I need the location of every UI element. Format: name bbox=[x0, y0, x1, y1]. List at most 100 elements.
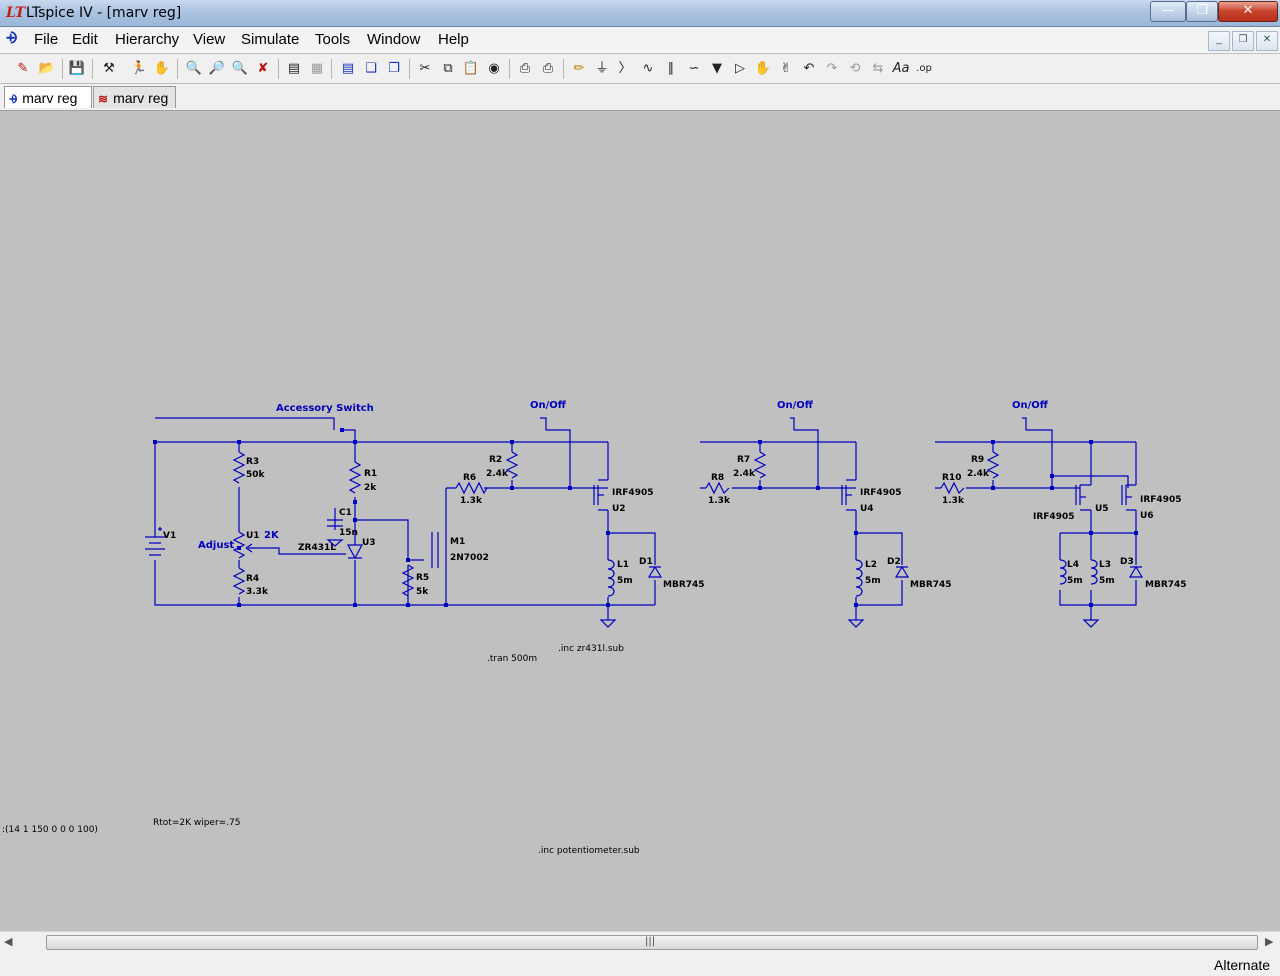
label-r6[interactable]: R6 bbox=[463, 473, 476, 483]
mdi-restore-button[interactable]: ❐ bbox=[1232, 31, 1254, 51]
find-binoculars-icon[interactable]: ◉ bbox=[488, 61, 500, 76]
new-schematic-icon[interactable]: ✎ bbox=[17, 61, 29, 76]
value-r5[interactable]: 5k bbox=[416, 587, 429, 597]
run-icon[interactable]: 🏃 bbox=[130, 61, 148, 76]
paste-icon[interactable]: 📋 bbox=[462, 61, 480, 76]
label-r7[interactable]: R7 bbox=[737, 455, 750, 465]
horizontal-scrollbar[interactable]: ◀ ||| ▶ bbox=[0, 931, 1280, 952]
label-r4[interactable]: R4 bbox=[246, 574, 259, 584]
directive-source-fragment[interactable]: :(14 1 150 0 0 0 100) bbox=[2, 825, 98, 835]
net-label-onoff-2[interactable]: On/Off bbox=[777, 400, 814, 411]
drag-hand-icon[interactable]: ✌ bbox=[780, 61, 792, 76]
menu-view[interactable]: View bbox=[193, 31, 226, 48]
resistor-icon[interactable]: ∿ bbox=[642, 61, 654, 76]
value-r1[interactable]: 2k bbox=[364, 483, 377, 493]
model-d2[interactable]: MBR745 bbox=[910, 580, 952, 590]
value-l2[interactable]: 5m bbox=[865, 576, 881, 586]
open-folder-icon[interactable]: 📂 bbox=[38, 61, 56, 76]
scroll-right-arrow-icon[interactable]: ▶ bbox=[1265, 935, 1274, 948]
component-icon[interactable]: ▷ bbox=[735, 61, 745, 76]
model-u3[interactable]: ZR431L bbox=[298, 543, 336, 553]
model-m1[interactable]: 2N7002 bbox=[450, 553, 489, 563]
menu-edit[interactable]: Edit bbox=[72, 31, 98, 48]
inductor-icon[interactable]: ∽ bbox=[688, 61, 700, 76]
print-icon[interactable]: ⎙ bbox=[542, 61, 554, 76]
menu-hierarchy[interactable]: Hierarchy bbox=[115, 31, 180, 48]
label-u1[interactable]: U1 bbox=[246, 531, 260, 541]
label-r5[interactable]: R5 bbox=[416, 573, 429, 583]
label-r9[interactable]: R9 bbox=[971, 455, 984, 465]
directive-inc-potentiometer[interactable]: .inc potentiometer.sub bbox=[538, 846, 640, 856]
cut-icon[interactable]: ✂ bbox=[419, 61, 431, 76]
label-u4[interactable]: U4 bbox=[860, 504, 874, 514]
value-r2[interactable]: 2.4k bbox=[486, 469, 509, 479]
label-r8[interactable]: R8 bbox=[711, 473, 724, 483]
directive-tran[interactable]: .tran 500m bbox=[487, 654, 537, 664]
label-r3[interactable]: R3 bbox=[246, 457, 259, 467]
model-u2[interactable]: IRF4905 bbox=[612, 488, 653, 498]
label-l1[interactable]: L1 bbox=[617, 560, 629, 570]
diode-icon[interactable]: ▼ bbox=[712, 61, 722, 76]
close-windows-icon[interactable]: ❐ bbox=[388, 61, 400, 76]
net-label-adjust[interactable]: Adjust bbox=[198, 540, 234, 551]
net-label-onoff-3[interactable]: On/Off bbox=[1012, 400, 1049, 411]
draw-wire-icon[interactable]: ✏ bbox=[573, 61, 585, 76]
label-d3[interactable]: D3 bbox=[1120, 557, 1134, 567]
menu-simulate[interactable]: Simulate bbox=[241, 31, 300, 48]
value-r6[interactable]: 1.3k bbox=[460, 496, 483, 506]
model-d3[interactable]: MBR745 bbox=[1145, 580, 1187, 590]
label-r10[interactable]: R10 bbox=[942, 473, 961, 483]
menu-window[interactable]: Window bbox=[367, 31, 421, 48]
redo-icon[interactable]: ↷ bbox=[826, 61, 838, 76]
spice-directive-icon[interactable]: .op bbox=[916, 63, 932, 74]
value-r10[interactable]: 1.3k bbox=[942, 496, 965, 506]
pan-icon[interactable]: 🔎 bbox=[208, 61, 226, 76]
tab-schematic[interactable]: ⨮marv reg bbox=[4, 86, 92, 108]
label-u5[interactable]: U5 bbox=[1095, 504, 1109, 514]
label-v1[interactable]: V1 bbox=[163, 531, 176, 541]
value-l4[interactable]: 5m bbox=[1067, 576, 1083, 586]
value-r8[interactable]: 1.3k bbox=[708, 496, 731, 506]
model-u6[interactable]: IRF4905 bbox=[1140, 495, 1181, 505]
label-l3[interactable]: L3 bbox=[1099, 560, 1111, 570]
undo-icon[interactable]: ↶ bbox=[803, 61, 815, 76]
label-u3[interactable]: U3 bbox=[362, 538, 376, 548]
tile-horizontal-icon[interactable]: ▤ bbox=[341, 61, 355, 76]
menu-tools[interactable]: Tools bbox=[315, 31, 351, 48]
grid-icon[interactable]: ▦ bbox=[310, 61, 324, 76]
capacitor-icon[interactable]: ∥ bbox=[667, 61, 675, 76]
scroll-left-arrow-icon[interactable]: ◀ bbox=[4, 935, 13, 948]
label-d1[interactable]: D1 bbox=[639, 557, 653, 567]
value-r7[interactable]: 2.4k bbox=[733, 469, 756, 479]
print-setup-icon[interactable]: ⎙ bbox=[519, 61, 531, 76]
model-u5[interactable]: IRF4905 bbox=[1033, 512, 1074, 522]
value-l1[interactable]: 5m bbox=[617, 576, 633, 586]
cascade-icon[interactable]: ❏ bbox=[365, 61, 377, 76]
ground-icon[interactable]: ⏚ bbox=[595, 61, 609, 76]
scroll-thumb[interactable]: ||| bbox=[46, 935, 1258, 950]
model-d1[interactable]: MBR745 bbox=[663, 580, 705, 590]
close-button[interactable]: ✕ bbox=[1218, 1, 1278, 22]
control-panel-icon[interactable]: ⚒ bbox=[103, 61, 115, 76]
label-r1[interactable]: R1 bbox=[364, 469, 377, 479]
rotate-icon[interactable]: ⟲ bbox=[849, 61, 861, 76]
label-l2[interactable]: L2 bbox=[865, 560, 877, 570]
text-icon[interactable]: Aa bbox=[892, 61, 910, 76]
label-u6[interactable]: U6 bbox=[1140, 511, 1154, 521]
zoom-fit-icon[interactable]: ✘ bbox=[257, 61, 269, 76]
zoom-in-icon[interactable]: 🔍 bbox=[185, 61, 203, 76]
mdi-close-button[interactable]: ✕ bbox=[1256, 31, 1278, 51]
value-r4[interactable]: 3.3k bbox=[246, 587, 269, 597]
model-u4[interactable]: IRF4905 bbox=[860, 488, 901, 498]
value-l3[interactable]: 5m bbox=[1099, 576, 1115, 586]
directive-inc-zr431l[interactable]: .inc zr431l.sub bbox=[558, 644, 624, 654]
value-c1[interactable]: 15n bbox=[339, 528, 358, 538]
halt-hand-icon[interactable]: ✋ bbox=[153, 61, 171, 76]
value-r3[interactable]: 50k bbox=[246, 470, 266, 480]
label-m1[interactable]: M1 bbox=[450, 537, 465, 547]
label-r2[interactable]: R2 bbox=[489, 455, 502, 465]
menu-help[interactable]: Help bbox=[438, 31, 469, 48]
schematic-svg[interactable]: Accessory Switch On/Off On/Off On/Off Ad… bbox=[2, 111, 1278, 931]
mirror-icon[interactable]: ⇆ bbox=[872, 61, 884, 76]
save-icon[interactable]: 💾 bbox=[68, 61, 86, 76]
